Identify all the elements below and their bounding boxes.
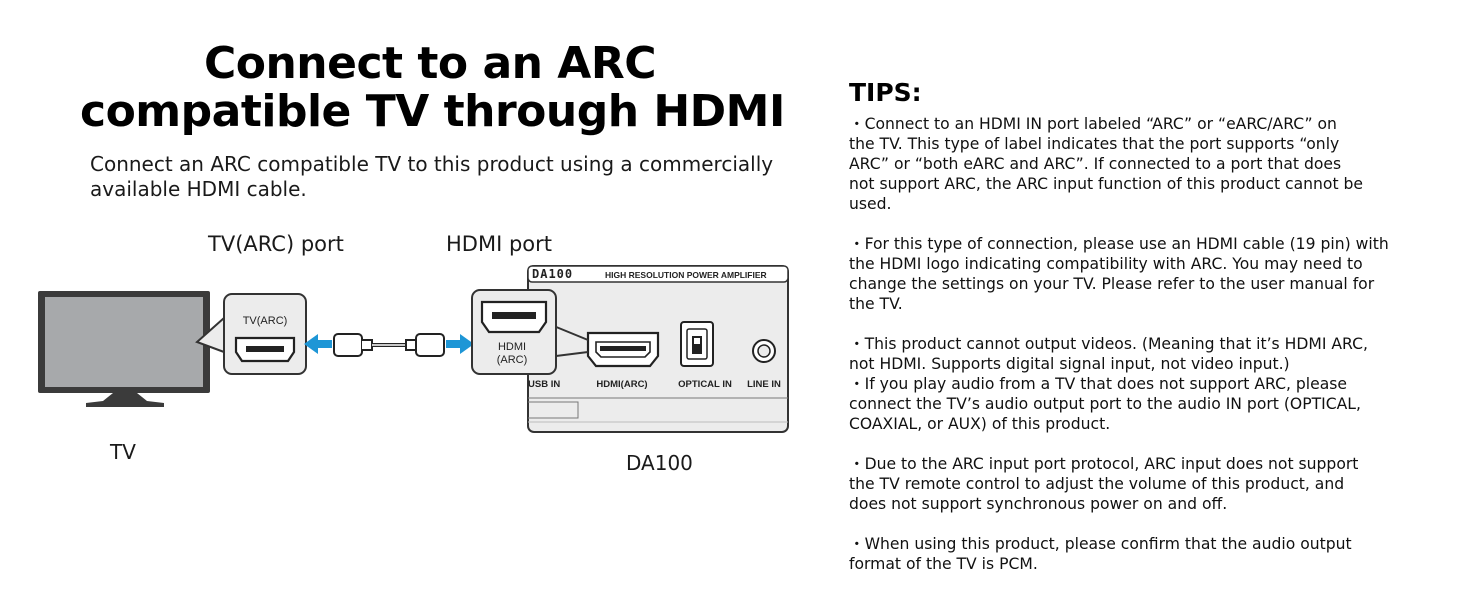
tv-port-tag: TV(ARC) — [243, 315, 288, 327]
port-label-usb: USB IN — [528, 379, 560, 390]
tip-item: ・For this type of connection, please use… — [849, 235, 1389, 313]
tv-label: TV — [110, 440, 136, 464]
hdmi-arc-tag-line-1: HDMI — [498, 341, 526, 353]
connection-diagram: TV(ARC) DA100 HIGH RESOLUTION POWER AMPL… — [38, 265, 789, 433]
port-label-optical: OPTICAL IN — [678, 379, 732, 390]
arrow-to-tv-icon — [304, 334, 332, 354]
arrow-to-device-icon — [446, 334, 474, 354]
tip-item: ・Connect to an HDMI IN port labeled “ARC… — [849, 115, 1364, 213]
brand-logo: DA100 — [532, 267, 573, 281]
tv-illustration — [38, 291, 210, 407]
tip-item: ・When using this product, please confirm… — [849, 535, 1352, 573]
port-label-line: LINE IN — [747, 379, 781, 390]
device-label: DA100 — [626, 451, 693, 475]
page-title-line-2: compatible TV through HDMI — [80, 86, 785, 137]
hdmi-port-label: HDMI port — [446, 232, 552, 256]
tip-item: ・If you play audio from a TV that does n… — [849, 375, 1361, 433]
tv-port-label: TV(ARC) port — [208, 232, 344, 256]
page-title: Connect to an ARC compatible TV through … — [80, 38, 785, 137]
tv-port-callout: TV(ARC) — [195, 293, 307, 375]
tip-item: ・This product cannot output videos. (Mea… — [849, 335, 1368, 373]
hdmi-arc-tag-line-2: (ARC) — [497, 354, 528, 366]
tip-item: ・Due to the ARC input port protocol, ARC… — [849, 455, 1359, 513]
port-label-hdmi: HDMI(ARC) — [596, 379, 647, 390]
tips-heading: TIPS: — [849, 78, 922, 107]
tips-list: ・Connect to an HDMI IN port labeled “ARC… — [849, 114, 1439, 574]
device-header: HIGH RESOLUTION POWER AMPLIFIER — [605, 270, 767, 280]
hdmi-cable — [304, 333, 474, 357]
da100-device: DA100 HIGH RESOLUTION POWER AMPLIFIER HD… — [527, 265, 789, 433]
page-subtitle: Connect an ARC compatible TV to this pro… — [90, 152, 774, 201]
page-title-line-1: Connect to an ARC — [203, 38, 657, 89]
hdmi-port-callout: HDMI (ARC) — [471, 289, 589, 375]
